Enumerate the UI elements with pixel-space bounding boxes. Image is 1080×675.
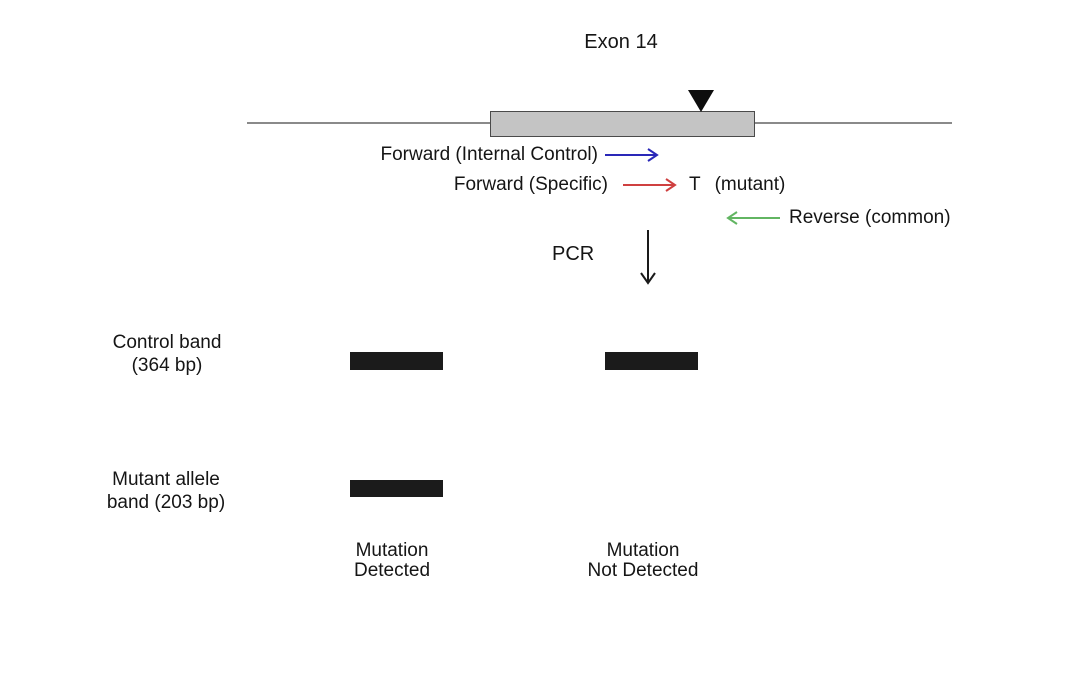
mutant-band-label: Mutant allele band (203 bp) <box>61 468 271 514</box>
mutant-base: T <box>689 174 701 195</box>
result-not-detected-line2: Not Detected <box>587 560 699 581</box>
forward-specific-label: Forward (Specific) <box>453 174 608 195</box>
exon-title: Exon 14 <box>584 31 658 53</box>
control-band-lane2 <box>605 352 698 370</box>
mutation-site-triangle-icon <box>688 90 714 112</box>
pcr-down-arrow-icon <box>640 230 656 285</box>
control-band-label-line1: Control band <box>112 332 222 353</box>
exon-box <box>490 111 755 137</box>
result-label-detected: Mutation Detected <box>312 541 472 581</box>
forward-internal-control-arrow-icon <box>605 148 659 162</box>
result-label-not-detected: Mutation Not Detected <box>543 541 743 581</box>
pcr-label: PCR <box>552 243 595 265</box>
mutant-band-label-line2: band (203 bp) <box>106 492 226 513</box>
control-band-label-line2: (364 bp) <box>131 355 203 376</box>
control-band-label: Control band (364 bp) <box>62 331 272 377</box>
reverse-common-arrow-icon <box>726 211 780 225</box>
forward-specific-arrow-icon <box>623 178 677 192</box>
mutant-note: (mutant) <box>714 174 786 195</box>
control-band-lane1 <box>350 352 443 370</box>
mutant-band-label-line1: Mutant allele <box>112 469 220 490</box>
result-not-detected-line1: Mutation <box>606 540 680 561</box>
mutant-base-annotation: T (mutant) <box>689 174 785 196</box>
result-detected-line2: Detected <box>353 560 431 581</box>
mutant-band-lane1 <box>350 480 443 497</box>
result-detected-line1: Mutation <box>355 540 429 561</box>
forward-internal-control-label: Forward (Internal Control) <box>380 144 598 165</box>
reverse-common-label: Reverse (common) <box>789 207 951 228</box>
